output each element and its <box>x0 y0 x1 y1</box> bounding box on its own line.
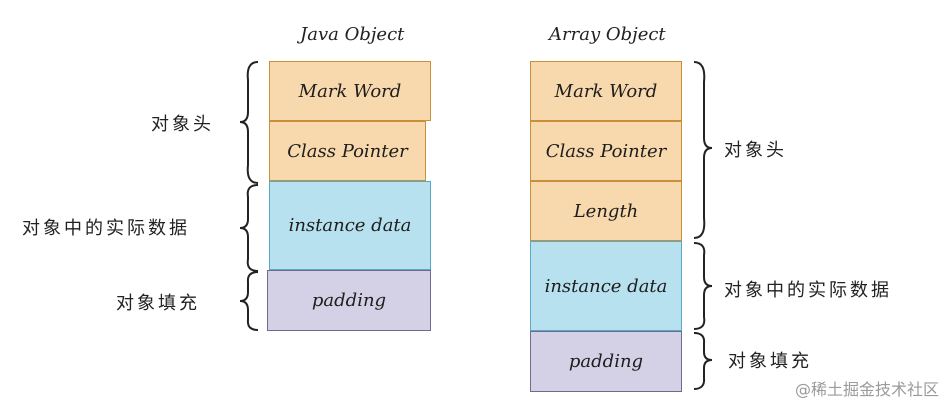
array-header-brace <box>693 61 713 239</box>
java-header-label: 对象头 <box>151 114 214 135</box>
java-padding-label: 对象填充 <box>116 293 200 314</box>
array-length-box: Length <box>530 181 682 241</box>
java-instance-data-box: instance data <box>269 181 431 270</box>
array-instance-data-brace <box>693 242 713 330</box>
array-header-label: 对象头 <box>724 140 787 161</box>
java-padding-brace <box>239 271 259 331</box>
java-header-brace <box>239 61 259 184</box>
array-padding-box: padding <box>530 331 682 392</box>
java-padding-box: padding <box>267 270 431 331</box>
array-class-pointer-box: Class Pointer <box>530 121 682 181</box>
array-mark-word-box: Mark Word <box>530 61 682 121</box>
array-instance-data-box: instance data <box>530 241 682 331</box>
java-object-title: Java Object <box>300 24 405 45</box>
watermark: @稀土掘金技术社区 <box>794 380 939 399</box>
java-instance-data-label: 对象中的实际数据 <box>22 218 190 239</box>
array-instance-data-label: 对象中的实际数据 <box>724 280 892 301</box>
array-object-title: Array Object <box>549 24 666 45</box>
java-instance-data-brace <box>239 184 259 272</box>
array-padding-label: 对象填充 <box>728 351 812 372</box>
java-class-pointer-box: Class Pointer <box>269 121 426 181</box>
java-mark-word-box: Mark Word <box>269 61 431 121</box>
array-padding-brace <box>693 332 713 390</box>
